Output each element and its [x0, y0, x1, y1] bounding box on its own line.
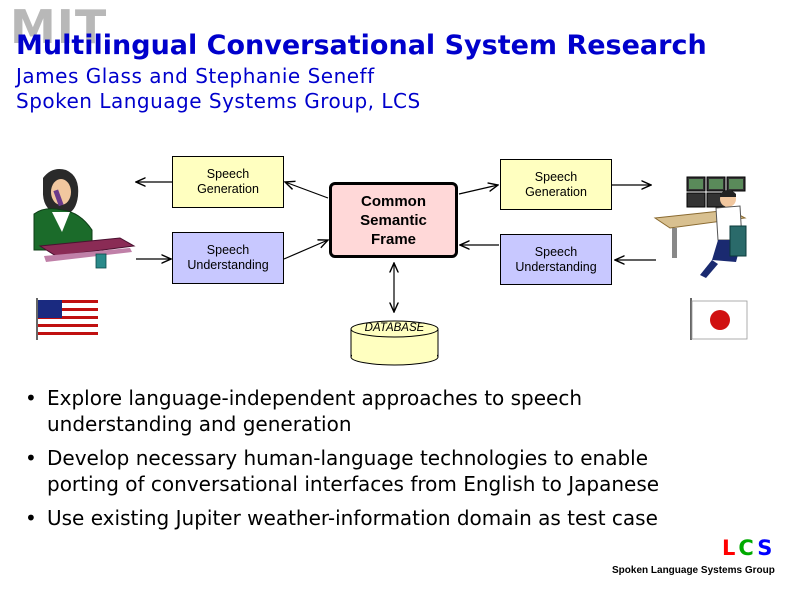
arrow-frame-to-left-generation	[285, 182, 329, 199]
japanese-speaker-illustration	[653, 176, 747, 278]
group-line: Spoken Language Systems Group, LCS	[16, 89, 421, 113]
arrow-frame-to-right-generation	[458, 185, 498, 195]
bullet-list: Explore language-independent approaches …	[20, 385, 790, 539]
mit-logo: MIT	[10, 0, 108, 54]
footer-group-name: Spoken Language Systems Group	[612, 565, 775, 576]
lcs-letter-c: C	[738, 536, 758, 560]
authors-line: James Glass and Stephanie Seneff	[16, 64, 375, 88]
right-speech-understanding-box: Speech Understanding	[500, 234, 612, 285]
database-label: DATABASE	[364, 322, 425, 334]
japan-flag-icon	[690, 298, 748, 340]
lcs-letter-s: S	[757, 536, 776, 560]
left-speech-generation-box: Speech Generation	[172, 156, 284, 208]
us-flag-icon	[36, 298, 98, 340]
lcs-logo: LCS	[722, 536, 775, 560]
arrow-left-understanding-to-frame	[283, 240, 328, 260]
bullet-item: Develop necessary human-language technol…	[20, 445, 790, 497]
left-speech-understanding-box: Speech Understanding	[172, 232, 284, 284]
lcs-letter-l: L	[722, 536, 739, 560]
bullet-item: Use existing Jupiter weather-information…	[20, 505, 790, 531]
slide-title: Multilingual Conversational System Resea…	[16, 30, 707, 61]
right-speech-generation-box: Speech Generation	[500, 159, 612, 210]
english-speaker-illustration	[33, 169, 136, 269]
database-cylinder	[350, 320, 439, 366]
bullet-item: Explore language-independent approaches …	[20, 385, 790, 437]
common-semantic-frame-box: Common Semantic Frame	[329, 182, 458, 258]
